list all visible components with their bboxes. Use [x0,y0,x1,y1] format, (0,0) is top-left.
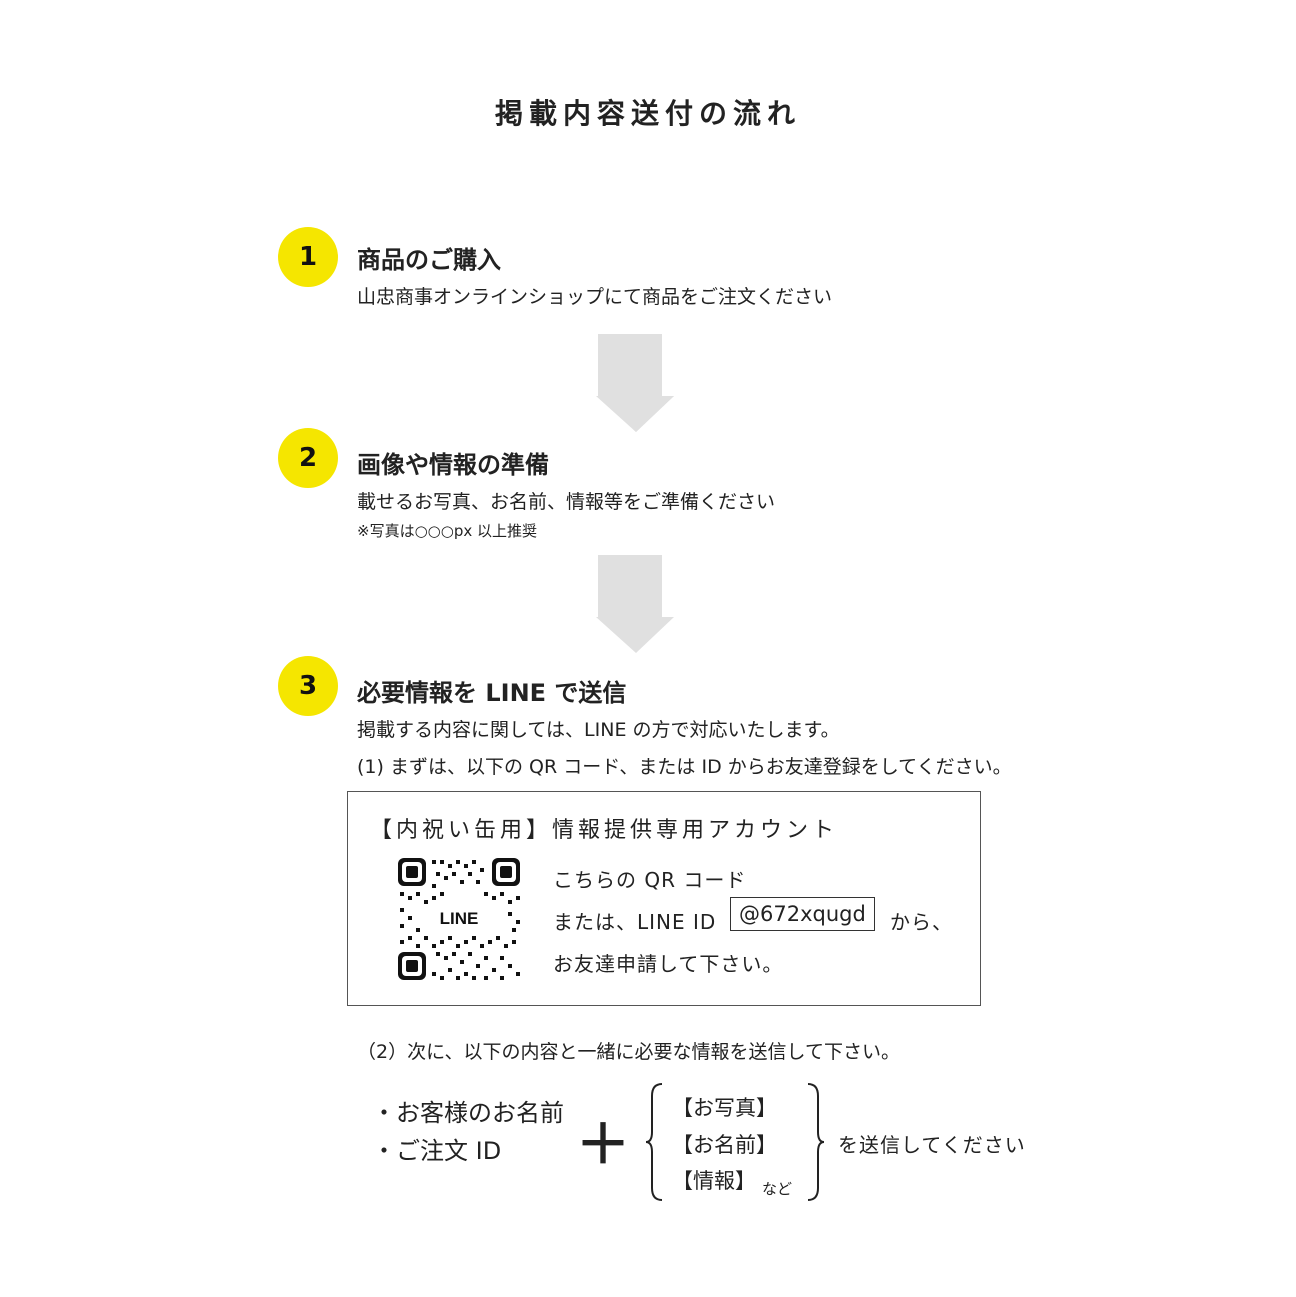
step-2-number: 2 [278,428,338,488]
step-2-text: 載せるお写真、お名前、情報等をご準備ください [357,491,776,513]
bullet-order-id: ・ご注文 ID [372,1137,502,1165]
line-account-box: 【内祝い缶用】情報提供専用アカウント LINE [347,791,981,1006]
right-brace-icon [807,1083,825,1201]
step-3-text3: （2）次に、以下の内容と一緒に必要な情報を送信して下さい。 [357,1041,900,1063]
step-3-title: 必要情報を LINE で送信 [357,679,627,707]
qr-logo-text: LINE [440,909,479,928]
qr-text-line2-prefix: または、LINE ID [553,910,717,934]
bracket-suffix: など [762,1180,793,1198]
bullet-customer-name: ・お客様のお名前 [372,1099,564,1127]
send-instruction: を送信してください [838,1133,1026,1157]
down-arrow-icon [596,334,674,432]
qr-code-icon[interactable]: LINE [396,856,522,982]
down-arrow-icon [596,555,674,653]
bracket-item-name: 【お名前】 [672,1133,777,1157]
plus-icon: ＋ [576,1113,630,1176]
page-title: 掲載内容送付の流れ [494,97,801,130]
step-3-text2: (1) まずは、以下の QR コード、または ID からお友達登録をしてください… [357,756,1012,778]
step-1-text: 山忠商事オンラインショップにて商品をご注文ください [357,286,833,308]
step-2-title: 画像や情報の準備 [357,451,549,479]
bracket-item-info: 【情報】 [672,1169,756,1193]
step-3-number: 3 [278,656,338,716]
bracket-item-photo: 【お写真】 [672,1096,777,1120]
step-1-number: 1 [278,227,338,287]
step-2-note: ※写真は○○○px 以上推奨 [357,522,538,540]
qr-text-line2-suffix: から、 [890,910,953,934]
line-account-title: 【内祝い缶用】情報提供専用アカウント [370,818,839,843]
line-id-box[interactable]: @672xqugd [730,897,875,931]
left-brace-icon [645,1083,663,1201]
step-3-text: 掲載する内容に関しては、LINE の方で対応いたします。 [357,719,840,741]
qr-text-line1: こちらの QR コード [553,868,747,892]
step-1-title: 商品のご購入 [357,246,501,274]
qr-text-line3: お友達申請して下さい。 [553,952,784,976]
